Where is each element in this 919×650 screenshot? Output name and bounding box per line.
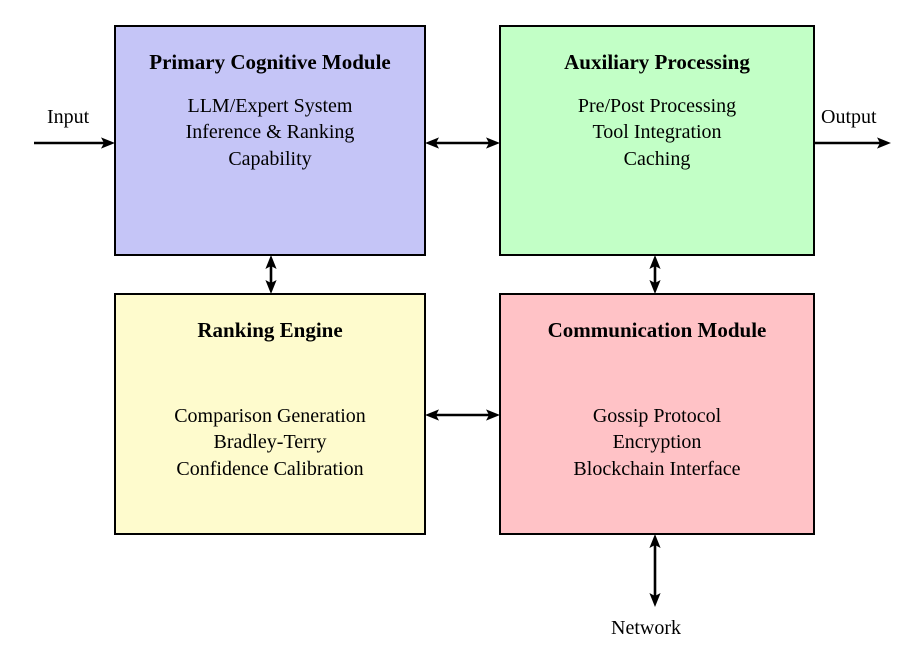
network-label: Network [611,617,681,639]
box-communication-line-1: Gossip Protocol [592,405,722,427]
box-ranking-line-1: Comparison Generation [174,405,366,427]
input-arrow-icon [33,133,117,153]
box-ranking-engine-lines: Comparison Generation Bradley-Terry Conf… [116,403,424,482]
primary-auxiliary-arrow-icon [424,133,501,153]
box-ranking-engine[interactable]: Ranking Engine Comparison Generation Bra… [114,293,426,535]
box-primary-cognitive-module-lines: LLM/Expert System Inference & Ranking Ca… [116,93,424,172]
primary-ranking-arrow-icon [261,254,281,295]
box-auxiliary-line-1: Pre/Post Processing [577,95,737,117]
output-arrow-icon [813,133,893,153]
communication-network-arrow-icon [645,533,665,608]
box-auxiliary-line-2: Tool Integration [592,121,722,144]
box-communication-line-2: Encryption [612,431,702,454]
output-label: Output [821,106,877,128]
ranking-communication-arrow-icon [424,405,501,425]
box-primary-cognitive-module-title: Primary Cognitive Module [149,50,391,74]
box-primary-line-3: Capability [228,147,312,170]
box-ranking-line-3: Confidence Calibration [176,457,364,480]
box-primary-cognitive-module[interactable]: Primary Cognitive Module LLM/Expert Syst… [114,25,426,256]
box-ranking-line-2: Bradley-Terry [213,431,327,454]
box-communication-module-title: Communication Module [547,318,767,342]
box-auxiliary-processing-lines: Pre/Post Processing Tool Integration Cac… [501,93,813,172]
auxiliary-communication-arrow-icon [645,254,665,295]
box-auxiliary-processing-title: Auxiliary Processing [564,50,750,74]
box-auxiliary-line-3: Caching [623,147,691,170]
box-ranking-engine-title: Ranking Engine [197,318,343,342]
box-communication-module[interactable]: Communication Module Gossip Protocol Enc… [499,293,815,535]
box-auxiliary-processing[interactable]: Auxiliary Processing Pre/Post Processing… [499,25,815,256]
input-label: Input [47,106,90,128]
box-primary-line-1: LLM/Expert System [187,95,353,117]
box-communication-module-lines: Gossip Protocol Encryption Blockchain In… [501,403,813,482]
box-primary-line-2: Inference & Ranking [185,121,355,144]
box-communication-line-3: Blockchain Interface [573,457,741,480]
